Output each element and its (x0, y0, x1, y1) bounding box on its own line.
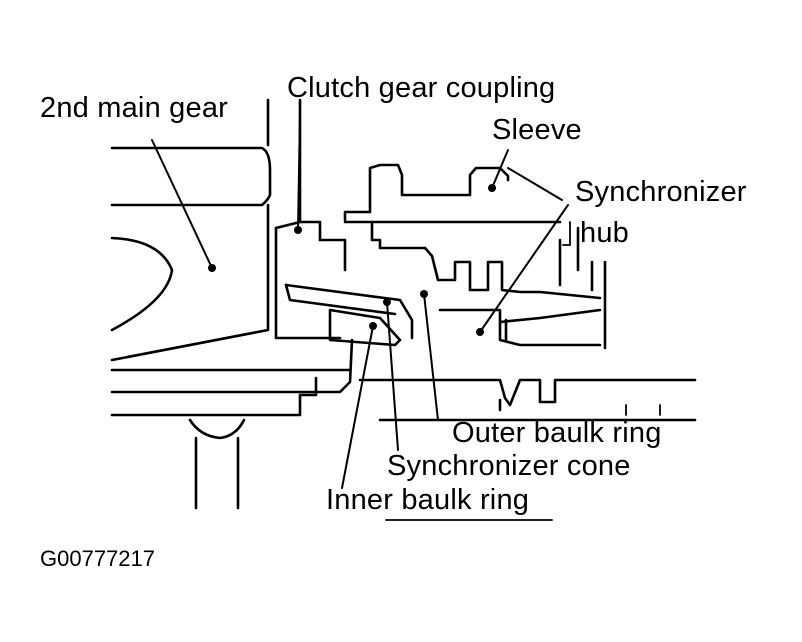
leader-sleeve (491, 149, 509, 189)
leader-clutch-gear-coupling (297, 111, 301, 231)
label-synchronizer-hub-line1: Synchronizer (575, 176, 747, 208)
label-sleeve: Sleeve (492, 114, 582, 146)
label-second-main-gear: 2nd main gear (40, 92, 228, 124)
leader-outer-baulk-ring (423, 293, 439, 421)
leader-synchronizer-hub-b (479, 204, 569, 333)
leader-synchronizer-cone (386, 301, 399, 451)
label-synchronizer-cone: Synchronizer cone (387, 450, 631, 482)
leader-inner-baulk-ring (341, 325, 374, 489)
figure-code: G00777217 (40, 546, 155, 571)
leader-dots (208, 184, 496, 336)
label-outer-baulk-ring: Outer baulk ring (452, 417, 662, 449)
label-clutch-gear-coupling: Clutch gear coupling (287, 72, 556, 104)
leader-lines (151, 111, 569, 489)
label-synchronizer-hub-line2: hub (580, 217, 629, 249)
leader-second-main-gear (151, 139, 213, 269)
leader-synchronizer-hub-a (507, 167, 563, 201)
label-inner-baulk-ring: Inner baulk ring (326, 484, 530, 516)
gear-assembly-drawing (110, 98, 697, 521)
